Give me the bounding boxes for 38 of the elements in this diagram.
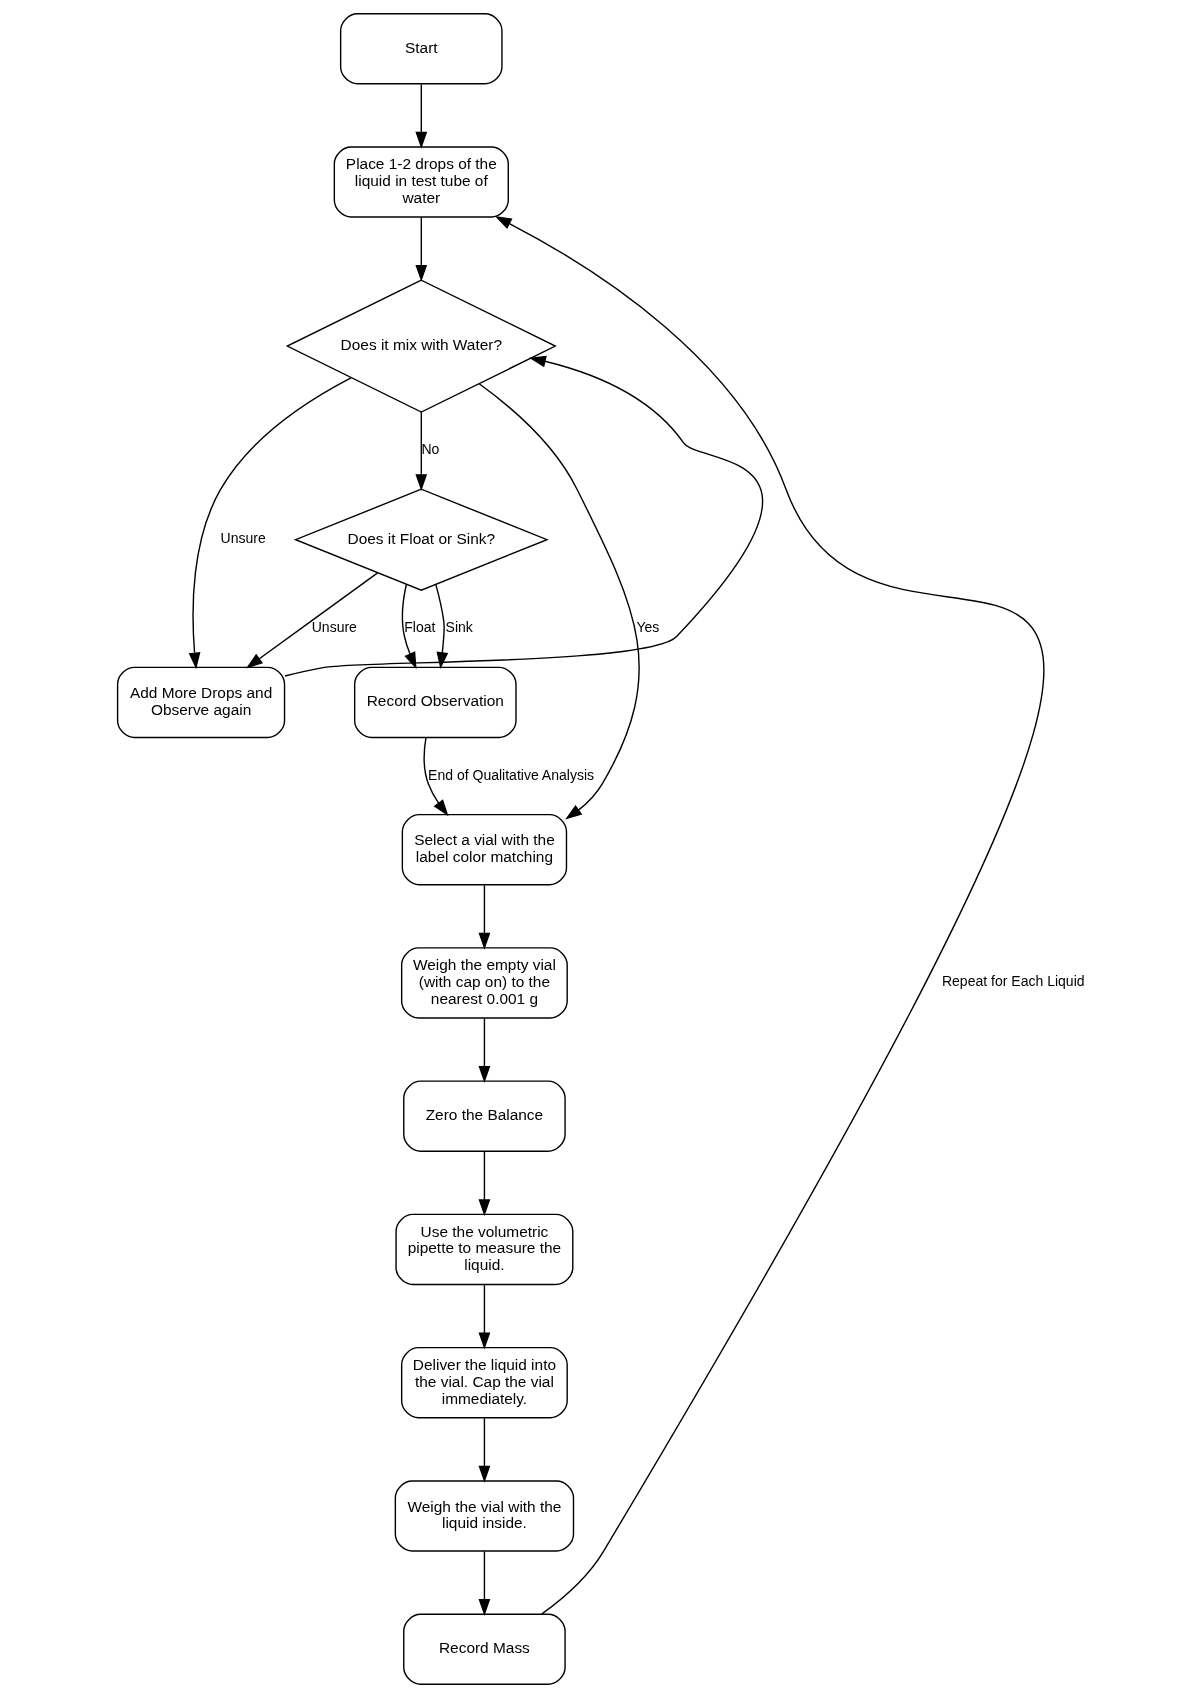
arrow [283,355,763,677]
edge-label: Unsure [311,619,357,636]
arrow [434,583,448,670]
edge-label: Sink [445,619,473,636]
edge-label: End of Qualitative Analysis [427,766,594,783]
arrow [478,1417,490,1483]
node-box: Record Mass [402,1613,566,1685]
node-box: Zero the Balance [402,1080,566,1152]
edge-label: Yes [635,619,659,636]
arrow [422,737,448,817]
edge-label: Repeat for Each Liquid [941,973,1085,990]
arrow [478,884,490,950]
arrow [414,83,427,149]
edge-label: Unsure [220,530,266,547]
node-box: Select a vial with the label color matching [401,813,567,886]
arrow [414,411,427,491]
arrow [414,216,427,282]
node-box: Weigh the empty vial (with cap on) to the nearest 0.001 g [400,947,568,1019]
node-diamond: Does it mix with Water? [285,279,557,413]
edge-label: No [420,441,439,458]
edge-label: Float [403,619,435,636]
arrow [401,583,417,670]
arrow [478,1284,490,1350]
arrow [494,216,1044,1615]
node-box: Start [339,13,503,85]
node-box: Add More Drops and Observe again [116,666,285,739]
node-diamond: Does it Float or Sink? [293,488,549,591]
arrow [245,572,378,669]
node-box: Use the volumetric pipette to measure the liquid. [394,1213,573,1286]
node-box: Record Observation [353,666,517,739]
node-box: Place 1-2 drops of the liquid in test tube of water [333,146,509,218]
arrow [478,1151,490,1217]
node-box: Weigh the vial with the liquid inside. [394,1480,574,1552]
node-box: Deliver the liquid into the vial. Cap the vial immediately. [400,1346,568,1419]
arrow [188,377,352,670]
arrow [478,1550,490,1616]
arrow [478,1017,490,1083]
arrow [478,383,640,820]
